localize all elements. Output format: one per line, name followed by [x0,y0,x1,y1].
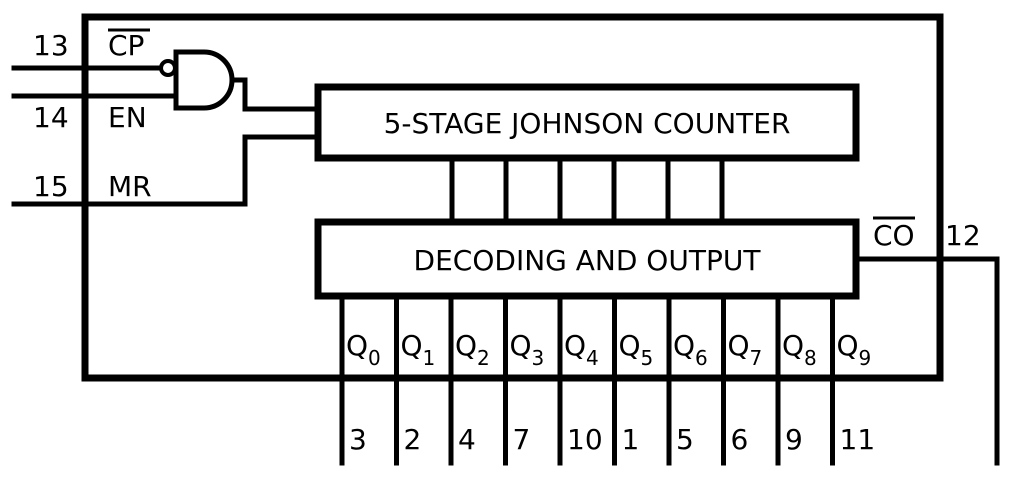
output-pin-number-q5: 1 [622,423,640,456]
output-label-q7: Q7 [728,329,763,370]
gate-to-counter-line [229,77,321,112]
output-pin-number-q7: 6 [731,423,749,456]
output-label-q2: Q2 [455,329,490,370]
output-pin-number-q2: 4 [458,423,476,456]
mr-line [11,134,321,207]
pin-13-number: 13 [33,29,69,62]
output-pin-number-q9: 11 [840,423,876,456]
pin-14-number: 14 [33,101,69,134]
output-label-q4: Q4 [564,329,599,370]
output-pin-number-q0: 3 [349,423,367,456]
output-pin-number-q3: 7 [513,423,531,456]
output-label-q6: Q6 [673,329,708,370]
output-label-q3: Q3 [510,329,545,370]
output-label-q8: Q8 [782,329,817,370]
cp-label: CP [108,29,144,62]
co-label: CO [873,219,915,252]
output-pin-number-q4: 10 [567,423,603,456]
mr-label: MR [108,170,152,203]
en-label: EN [108,101,147,134]
johnson-counter-label: 5-STAGE JOHNSON COUNTER [384,107,791,140]
chip-outline [81,13,944,382]
counter-decoder-bus [449,155,725,225]
johnson-counter-block [314,83,860,162]
output-pin-number-q6: 5 [676,423,694,456]
output-label-q9: Q9 [837,329,872,370]
output-label-q0: Q0 [346,329,381,370]
nand-gate [173,49,235,111]
output-pin-number-q8: 9 [785,423,803,456]
inversion-bubble [159,59,177,77]
pin-12-number: 12 [945,219,981,252]
decoding-output-label: DECODING AND OUTPUT [414,244,762,277]
carry-out-line [853,256,1000,466]
output-pin-number-q1: 2 [404,423,422,456]
pin-15-number: 15 [33,170,69,203]
output-label-q5: Q5 [619,329,654,370]
output-label-q1: Q1 [401,329,436,370]
